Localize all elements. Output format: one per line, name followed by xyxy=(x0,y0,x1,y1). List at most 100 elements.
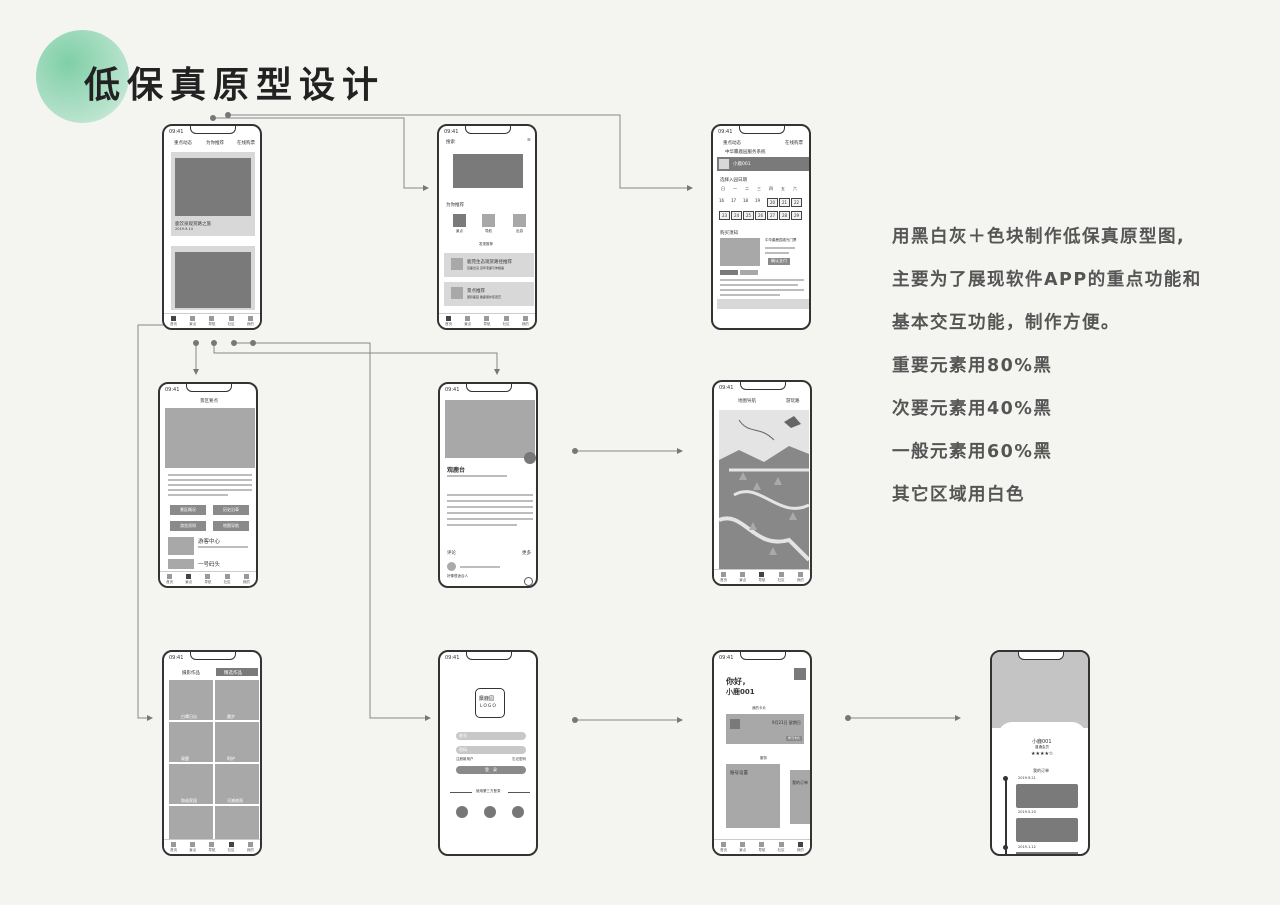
icon-scenic[interactable] xyxy=(453,214,466,227)
tabbar-community[interactable]: 社区 xyxy=(228,316,235,327)
icon-label: 出游 xyxy=(516,229,523,233)
tab-photos[interactable]: 摄影作品 xyxy=(182,671,200,676)
phone-notch xyxy=(740,382,786,390)
tabbar-community[interactable]: 社区 xyxy=(778,842,785,853)
settings-tile[interactable] xyxy=(726,764,780,828)
password-input[interactable]: 密码 xyxy=(456,746,526,754)
tabbar-nav[interactable]: 导航 xyxy=(208,316,215,327)
account-input[interactable]: 账号 xyxy=(456,732,526,740)
avatar[interactable] xyxy=(794,668,806,680)
tabbar-community[interactable]: 社区 xyxy=(224,574,231,585)
headphone-icon[interactable] xyxy=(524,577,533,586)
calendar-day[interactable]: 28 xyxy=(779,211,791,220)
tabbar-community[interactable]: 社区 xyxy=(778,572,785,583)
tabbar-home[interactable]: 首页 xyxy=(166,574,173,585)
tab-route[interactable]: 游玩路 xyxy=(786,399,800,404)
forgot-link[interactable]: 忘记密码 xyxy=(512,757,526,761)
text-placeholder xyxy=(720,289,804,291)
calendar-day[interactable]: 17 xyxy=(731,198,737,203)
tabbar-scenic[interactable]: 景点 xyxy=(185,574,192,585)
banner-image[interactable] xyxy=(453,154,523,188)
order-card[interactable] xyxy=(1016,818,1078,842)
tabbar-community[interactable]: 社区 xyxy=(503,316,510,327)
login-button[interactable]: 登 录 xyxy=(456,766,526,774)
calendar-day[interactable]: 24 xyxy=(731,211,743,220)
card-tag[interactable]: 学习卡片 xyxy=(786,736,802,741)
visitor-center[interactable]: 游客中心 xyxy=(198,539,221,545)
calendar-day[interactable]: 26 xyxy=(755,211,767,220)
calendar-day[interactable]: 16 xyxy=(719,198,725,203)
map-button[interactable]: 地图导航 xyxy=(213,521,249,531)
tabbar-scenic[interactable]: 景点 xyxy=(189,842,196,853)
text-placeholder xyxy=(168,489,252,491)
photo-tile[interactable] xyxy=(215,722,259,762)
icon-trip[interactable] xyxy=(513,214,526,227)
tabbar-me[interactable]: 我的 xyxy=(797,842,804,853)
tabbar-nav[interactable]: 导航 xyxy=(483,316,490,327)
tab-ticket[interactable]: 在线购票 xyxy=(785,141,803,146)
orders-tile[interactable] xyxy=(790,770,810,824)
tabbar-home[interactable]: 首页 xyxy=(445,316,452,327)
tabbar-community[interactable]: 社区 xyxy=(228,842,235,853)
tabbar-nav[interactable]: 导航 xyxy=(758,842,765,853)
tabbar-me[interactable]: 我的 xyxy=(243,574,250,585)
tab-news[interactable]: 重点动态 xyxy=(174,141,192,146)
park-map[interactable] xyxy=(719,410,809,572)
tab-map[interactable]: 地图导航 xyxy=(738,399,756,404)
calendar-day[interactable]: 22 xyxy=(791,198,803,207)
photo-tile[interactable] xyxy=(169,764,213,804)
tab-ticket[interactable]: 在线购票 xyxy=(237,141,255,146)
calendar-day[interactable]: 21 xyxy=(779,198,791,207)
calendar-day[interactable]: 23 xyxy=(719,211,731,220)
order-card[interactable] xyxy=(1016,784,1078,808)
photo-tile[interactable] xyxy=(169,680,213,720)
tabbar-me[interactable]: 我的 xyxy=(247,316,254,327)
search-label[interactable]: 搜索 xyxy=(446,140,455,145)
calendar-day[interactable]: 27 xyxy=(767,211,779,220)
qq-login-icon[interactable] xyxy=(484,806,496,818)
register-link[interactable]: 注册新用户 xyxy=(456,757,474,761)
calendar-day[interactable]: 20 xyxy=(767,198,779,207)
tabbar-nav[interactable]: 导航 xyxy=(758,572,765,583)
tab-news[interactable]: 重点动态 xyxy=(723,141,741,146)
icon-nav[interactable] xyxy=(482,214,495,227)
tabbar-me[interactable]: 我的 xyxy=(247,842,254,853)
text-placeholder xyxy=(460,566,500,568)
more-link[interactable]: 更多 xyxy=(522,551,531,556)
calendar-day[interactable]: 19 xyxy=(755,198,761,203)
wechat-login-icon[interactable] xyxy=(456,806,468,818)
tabbar-scenic[interactable]: 景点 xyxy=(464,316,471,327)
scenic-image[interactable] xyxy=(165,408,255,468)
tabbar-home[interactable]: 首页 xyxy=(170,842,177,853)
tab-featured[interactable]: 精选作品 xyxy=(224,671,242,676)
calendar-day[interactable]: 18 xyxy=(743,198,749,203)
tabbar-home[interactable]: 首页 xyxy=(720,842,727,853)
dock-thumb xyxy=(168,559,194,569)
photo-tile[interactable] xyxy=(215,680,259,720)
status-time: 09:41 xyxy=(719,655,734,661)
tabbar-scenic[interactable]: 景点 xyxy=(189,316,196,327)
pay-button[interactable]: 确认支付 xyxy=(768,258,790,265)
tabbar-scenic[interactable]: 景点 xyxy=(739,842,746,853)
weibo-login-icon[interactable] xyxy=(512,806,524,818)
card-section-title: 我的卡片 xyxy=(752,706,766,710)
tabbar-nav[interactable]: 导航 xyxy=(204,574,211,585)
tab-recommend[interactable]: 为你推荐 xyxy=(206,141,224,146)
location-pin-icon[interactable] xyxy=(524,452,536,464)
guide-button[interactable]: 游览须知 xyxy=(170,521,206,531)
tabbar-me[interactable]: 我的 xyxy=(797,572,804,583)
calendar-day[interactable]: 25 xyxy=(743,211,755,220)
tabbar-me[interactable]: 我的 xyxy=(522,316,529,327)
menu-icon[interactable]: ≡ xyxy=(527,138,531,143)
tabbar-home[interactable]: 首页 xyxy=(720,572,727,583)
photo-tile[interactable] xyxy=(215,764,259,804)
dock-label[interactable]: 一号码头 xyxy=(198,562,221,568)
tabbar-nav[interactable]: 导航 xyxy=(208,842,215,853)
history-button[interactable]: 历史沿革 xyxy=(213,505,249,515)
order-card[interactable] xyxy=(1016,852,1078,854)
overview-button[interactable]: 景区概况 xyxy=(170,505,206,515)
tabbar-home[interactable]: 首页 xyxy=(170,316,177,327)
photo-tile[interactable] xyxy=(169,722,213,762)
calendar-day[interactable]: 29 xyxy=(791,211,803,220)
tabbar-scenic[interactable]: 景点 xyxy=(739,572,746,583)
